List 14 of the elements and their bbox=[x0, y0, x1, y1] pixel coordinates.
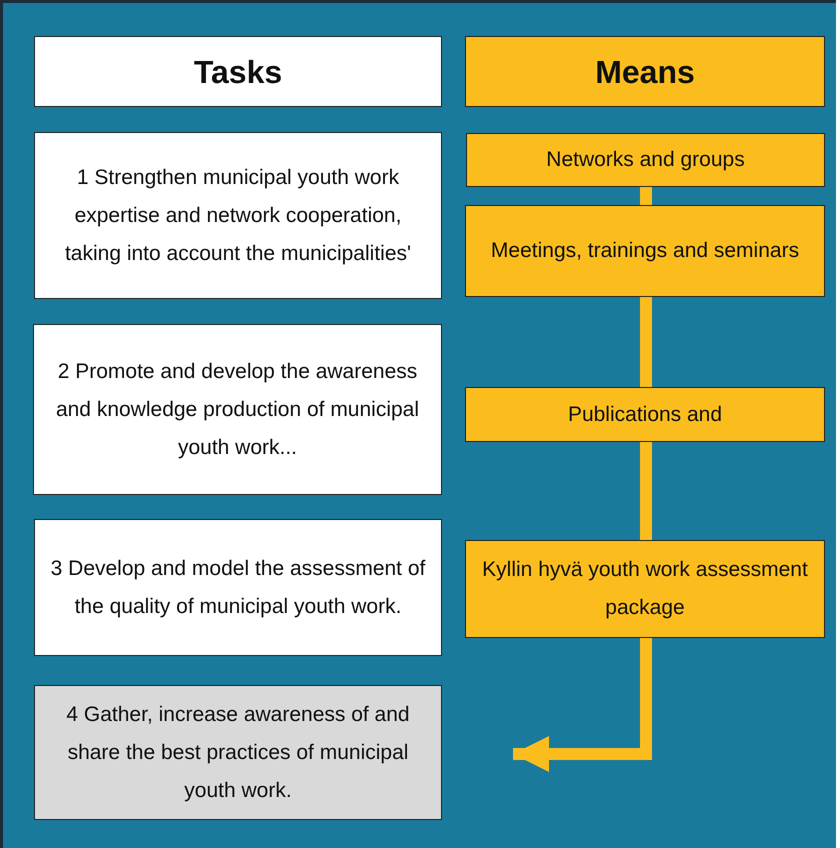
process-box: Networks and groups bbox=[466, 133, 825, 187]
process-box: 3 Develop and model the assessment of the quality of municipal youth work. bbox=[34, 519, 442, 656]
process-box: 4 Gather, increase awareness of and share the best practices of municipal youth work. bbox=[34, 685, 442, 820]
process-box: Meetings, trainings and seminars bbox=[465, 205, 825, 297]
connector-line bbox=[640, 442, 652, 540]
process-box: 1 Strengthen municipal youth work expertise and network cooperation, taking into account the municipalities' bbox=[34, 132, 442, 299]
process-box: 2 Promote and develop the awareness and knowledge production of municipal youth work... bbox=[33, 324, 442, 495]
connector-line bbox=[513, 638, 652, 772]
connector-line bbox=[640, 297, 652, 387]
process-box: Publications and bbox=[465, 387, 825, 442]
connector-line bbox=[640, 187, 652, 205]
column-header: Tasks bbox=[34, 36, 442, 107]
process-box: Kyllin hyvä youth work assessment package bbox=[465, 540, 825, 638]
column-header: Means bbox=[465, 36, 825, 107]
